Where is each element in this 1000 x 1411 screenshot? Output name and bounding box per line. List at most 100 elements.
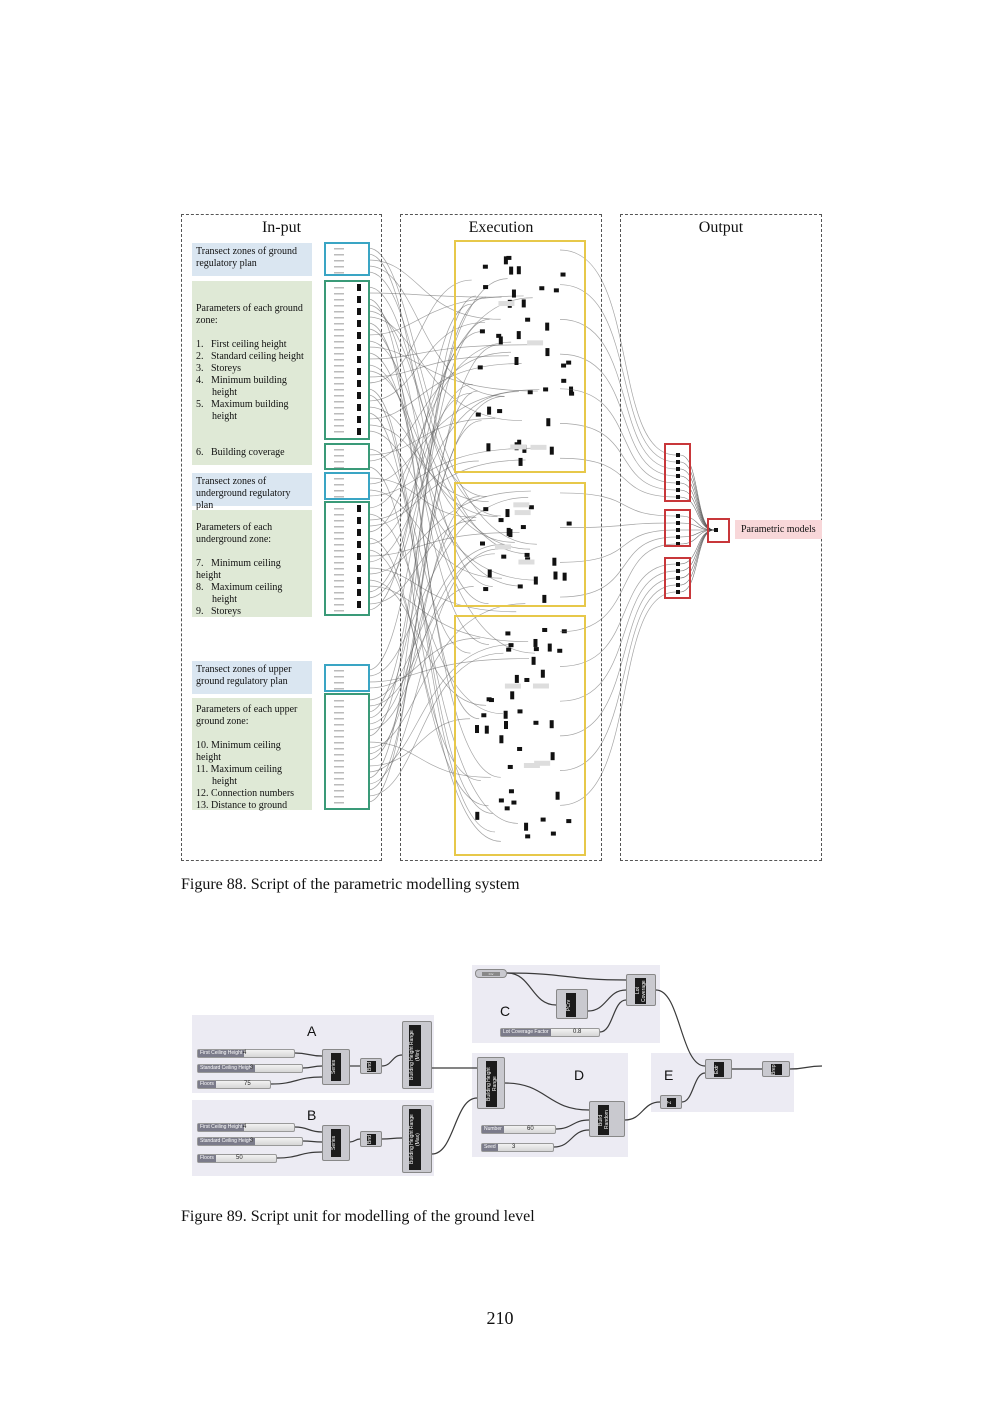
wire — [367, 303, 472, 611]
input-slider-stub — [334, 371, 344, 373]
input-slider-stub — [334, 802, 344, 804]
execution-node — [561, 629, 567, 634]
param-item: 12. Connection numbers — [196, 788, 295, 799]
execution-node — [553, 288, 559, 293]
input-slider-stub — [334, 538, 344, 540]
ground-parameters-heading: Parameters of each ground zone: — [196, 303, 303, 326]
wire — [367, 278, 508, 671]
input-node — [357, 428, 361, 435]
wire — [367, 406, 498, 517]
input-slider-stub — [334, 293, 344, 295]
execution-node — [487, 406, 492, 415]
input-slider-stub — [334, 556, 344, 558]
param-item: 8. Maximum ceiling height — [196, 582, 283, 605]
input-node — [357, 332, 361, 339]
bounds-component-a[interactable]: Bnd — [360, 1058, 382, 1074]
upperground-parameters-block: Parameters of each upper ground zone: 10… — [192, 698, 312, 811]
input-node — [357, 284, 361, 291]
lot-coverage-component[interactable]: Lot Coverage — [626, 974, 656, 1006]
output-panel-title: Output — [698, 219, 744, 236]
execution-node — [531, 656, 536, 665]
input-node — [357, 404, 361, 411]
input-panel: In-put — [181, 214, 382, 861]
figure89-caption: Figure 89. Script unit for modelling of … — [181, 1208, 535, 1225]
height-range-min-component[interactable]: Building Height Range (Min) — [402, 1021, 432, 1089]
wire — [559, 591, 677, 806]
series-component-b[interactable]: Series — [322, 1125, 350, 1161]
execution-node — [482, 264, 488, 269]
group-c-label: C — [500, 1003, 511, 1019]
curve-param-component[interactable]: Crv — [475, 969, 507, 978]
underground-output-frame — [664, 509, 691, 547]
wire — [431, 1097, 478, 1155]
execution-node — [498, 798, 504, 803]
merge-node — [714, 528, 718, 532]
wire — [367, 351, 512, 462]
output-node — [676, 535, 680, 539]
wire — [559, 522, 677, 528]
execution-node — [484, 725, 489, 734]
upperground-transect-frame — [324, 664, 370, 692]
z-component[interactable]: Z — [660, 1095, 682, 1109]
input-node — [357, 392, 361, 399]
input-slider-stub — [334, 389, 344, 391]
input-slider-stub — [334, 766, 344, 768]
extrude-component[interactable]: Extr — [705, 1059, 732, 1079]
input-slider-stub — [334, 323, 344, 325]
input-slider-stub — [334, 748, 344, 750]
input-slider-stub — [334, 467, 344, 469]
execution-node — [555, 791, 560, 800]
execution-node — [545, 322, 550, 331]
input-panel-title: In-put — [261, 219, 302, 236]
height-range-max-component[interactable]: Building Height Range (Max) — [402, 1105, 432, 1173]
input-node — [357, 308, 361, 315]
execution-node — [503, 721, 508, 730]
group-b-label: B — [307, 1107, 317, 1123]
wire — [367, 637, 481, 689]
execution-node — [516, 266, 521, 275]
execution-node — [481, 713, 487, 718]
build-random-component[interactable]: Build Random — [589, 1101, 625, 1137]
input-slider-stub — [334, 730, 344, 732]
input-node — [357, 553, 361, 560]
execution-node — [542, 627, 548, 632]
upperground-output-frame — [664, 557, 691, 599]
wire — [599, 999, 627, 1033]
execution-node — [517, 584, 523, 589]
execution-panel-stub — [498, 301, 515, 307]
input-slider-stub — [334, 311, 344, 313]
wire — [367, 490, 531, 575]
output-node — [676, 488, 680, 492]
brep-component[interactable]: Brep — [762, 1061, 790, 1077]
execution-node — [506, 255, 512, 260]
wire — [789, 1065, 823, 1070]
building-height-range-component[interactable]: Building Height Range — [477, 1057, 505, 1109]
input-slider-stub — [334, 272, 344, 274]
wire — [367, 658, 530, 683]
param-item: 2. Standard ceiling height — [196, 351, 304, 362]
bounds-component-b[interactable]: Bnd — [360, 1131, 382, 1147]
execution-node — [503, 256, 508, 265]
input-slider-stub — [334, 706, 344, 708]
input-slider-stub — [334, 688, 344, 690]
wire — [367, 603, 526, 749]
execution-node — [496, 333, 502, 338]
param-item: 13. Distance to ground — [196, 800, 288, 811]
page-number: 210 — [486, 1308, 514, 1328]
wire — [587, 989, 627, 1012]
input-node — [357, 529, 361, 536]
series-component-a[interactable]: Series — [322, 1049, 350, 1085]
input-node — [357, 344, 361, 351]
execution-node — [545, 348, 550, 357]
pcrv-component[interactable]: PCrv — [556, 989, 588, 1019]
param-item: 4. Minimum building height — [196, 375, 287, 398]
